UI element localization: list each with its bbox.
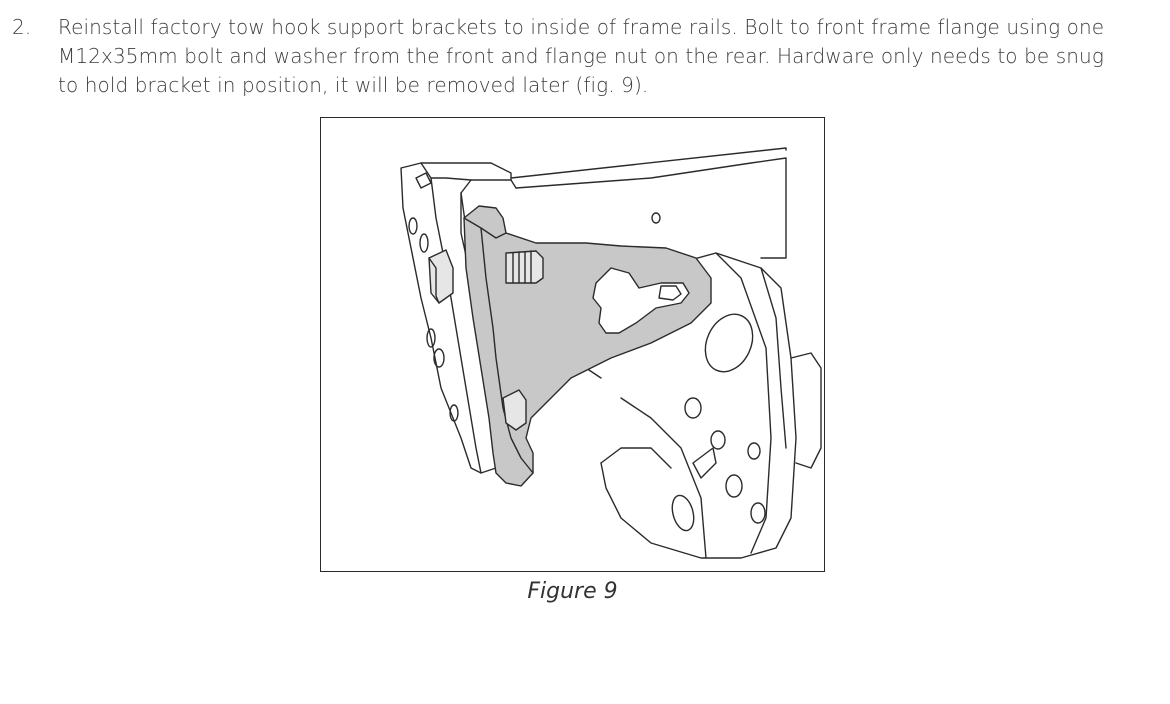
front-nut bbox=[428, 249, 454, 304]
step-number: 2. bbox=[12, 15, 32, 39]
frame-hole-large bbox=[704, 313, 754, 373]
figure-caption: Figure 9 bbox=[527, 579, 618, 604]
figure-frame bbox=[320, 117, 825, 572]
tow-hook-bracket-illustration bbox=[400, 147, 822, 559]
instruction-line-3: to hold bracket in position, it will be … bbox=[58, 73, 649, 97]
keyhole-slot bbox=[592, 267, 690, 334]
instruction-line-2: M12x35mm bolt and washer from the front … bbox=[58, 44, 1104, 68]
step-instruction-text: Reinstall factory tow hook support brack… bbox=[58, 13, 1158, 100]
instruction-step: 2. Reinstall factory tow hook support br… bbox=[0, 10, 1170, 110]
instruction-line-1: Reinstall factory tow hook support brack… bbox=[58, 15, 1105, 39]
frame-rail bbox=[510, 147, 797, 559]
